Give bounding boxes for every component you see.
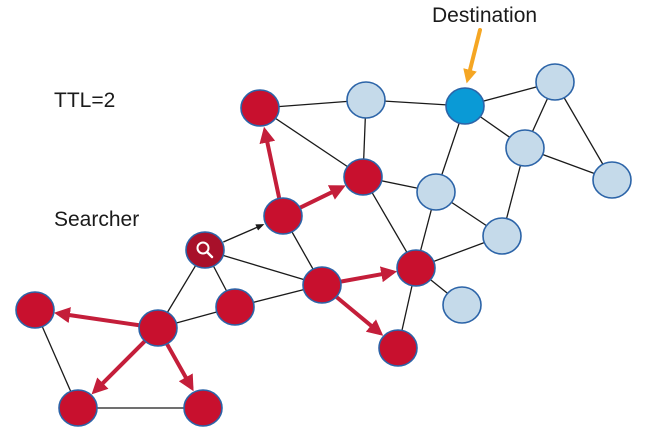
query-arrow (259, 126, 282, 200)
reached-node (15, 291, 55, 329)
reached-node (396, 249, 436, 287)
query-arrow (91, 339, 147, 395)
reached-node (240, 89, 280, 127)
query-arrow (334, 295, 384, 336)
unreached-node (482, 217, 522, 255)
reached-node (58, 389, 98, 427)
unreached-node (346, 81, 386, 119)
reached-node (378, 329, 418, 367)
arrows-layer (53, 28, 482, 395)
query-arrow (338, 266, 398, 284)
reached-node (263, 197, 303, 235)
reached-node (302, 266, 342, 304)
unreached-node (416, 173, 456, 211)
unreached-node (442, 286, 482, 324)
edge-line (204, 249, 323, 286)
query-arrow (53, 307, 142, 328)
ttl-label: TTL=2 (54, 89, 116, 112)
magnifier-icon (196, 241, 214, 259)
unreached-node (505, 129, 545, 167)
reached-node (183, 389, 223, 427)
query-arrow (298, 185, 346, 210)
destination-node (445, 87, 485, 125)
unreached-node (535, 63, 575, 101)
searcher-node (185, 231, 225, 269)
reached-node (138, 309, 178, 347)
destination-arrow (463, 28, 482, 84)
destination-label: Destination (432, 4, 538, 27)
nodes-layer (15, 63, 632, 427)
query-arrow (165, 342, 194, 392)
searcher-label: Searcher (54, 208, 140, 231)
edge-line (259, 107, 364, 178)
reached-node (215, 288, 255, 326)
searcher-arrow (223, 224, 265, 243)
reached-node (343, 158, 383, 196)
unreached-node (592, 161, 632, 199)
